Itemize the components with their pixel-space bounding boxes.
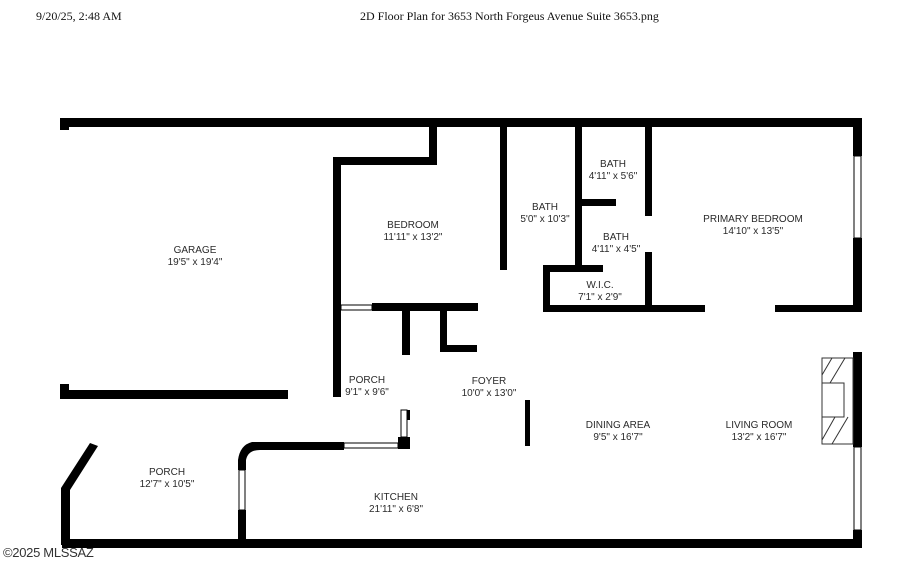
wall-bottom	[62, 539, 862, 548]
fireplace	[821, 357, 854, 445]
window	[853, 155, 862, 239]
window	[340, 304, 373, 311]
window	[343, 442, 399, 449]
wall-top	[60, 118, 861, 127]
window	[400, 409, 408, 438]
print-timestamp: 9/20/25, 2:48 AM	[36, 9, 122, 23]
document-title: 2D Floor Plan for 3653 North Forgeus Ave…	[360, 9, 659, 23]
room-label-wic: W.I.C.7'1" x 2'9"	[578, 280, 622, 303]
window	[853, 446, 862, 531]
window	[238, 469, 246, 511]
copyright-watermark: ©2025 MLSSAZ	[3, 545, 94, 560]
